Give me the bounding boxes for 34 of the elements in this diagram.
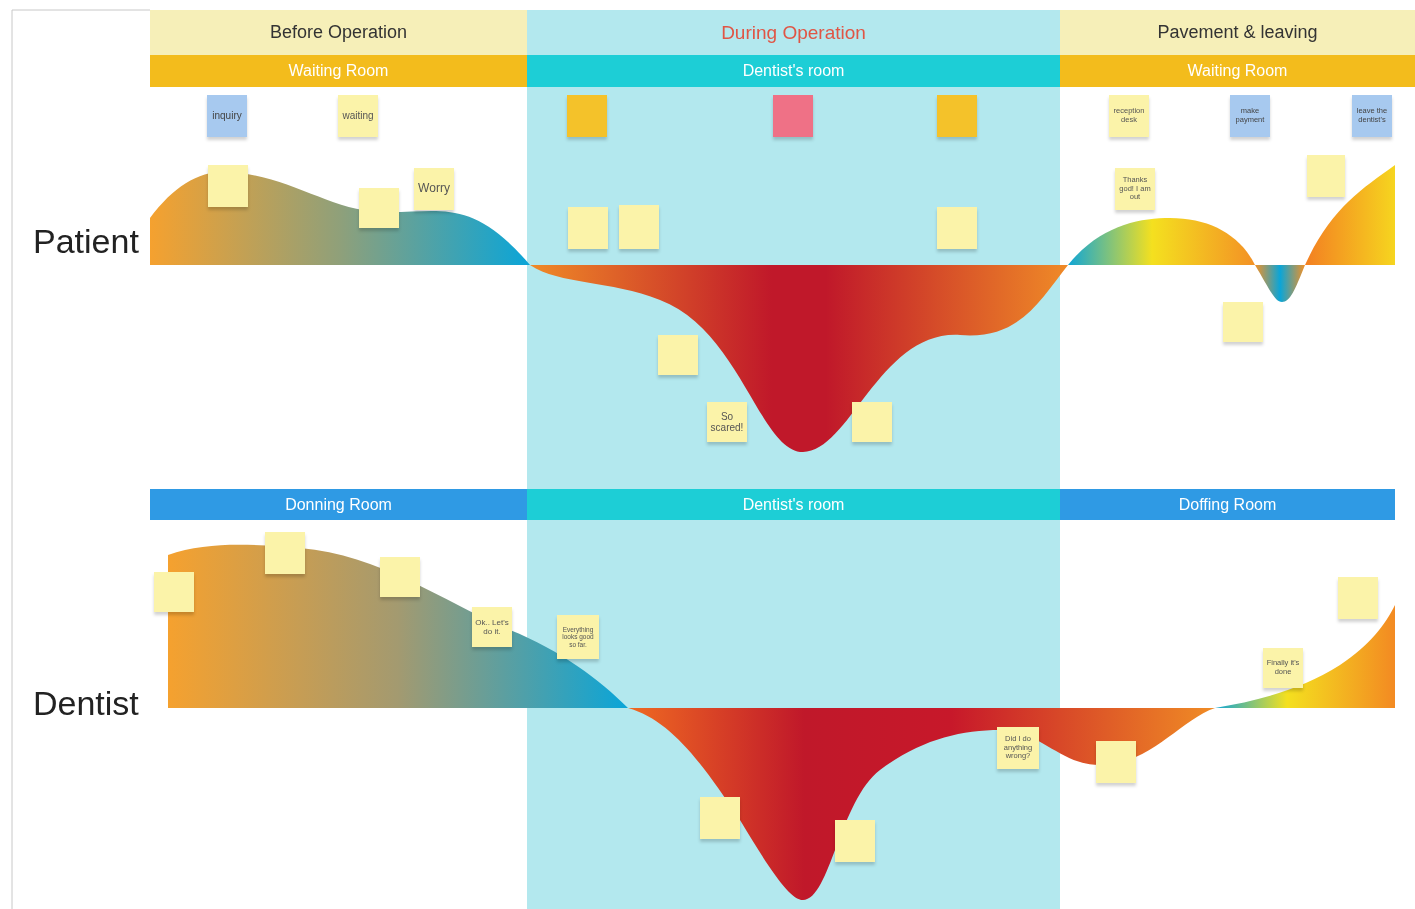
sticky-note <box>265 532 305 574</box>
sticky-note <box>380 557 420 597</box>
row-label: Dentist <box>33 684 139 723</box>
sticky-note <box>359 188 399 228</box>
phase-header: Pavement & leaving <box>1060 10 1415 55</box>
sticky-note: Ok.. Let's do it. <box>472 607 512 647</box>
phase-header: Before Operation <box>150 10 527 55</box>
sticky-note <box>835 820 875 862</box>
sticky-note: inquiry <box>207 95 247 137</box>
sticky-note <box>1307 155 1345 197</box>
stage-bar: Doffing Room <box>1060 489 1395 520</box>
sticky-note <box>567 95 607 137</box>
row-label: Patient <box>33 222 139 261</box>
stage-bar: Dentist's room <box>527 55 1060 87</box>
stage-bar: Waiting Room <box>150 55 527 87</box>
sticky-note <box>852 402 892 442</box>
sticky-note <box>1223 302 1263 342</box>
stage-bar: Waiting Room <box>1060 55 1415 87</box>
sticky-note <box>568 207 608 249</box>
sticky-note <box>208 165 248 207</box>
sticky-note <box>937 95 977 137</box>
stage-bar: Dentist's room <box>527 489 1060 520</box>
sticky-note <box>658 335 698 375</box>
sticky-note <box>773 95 813 137</box>
sticky-note <box>1338 577 1378 619</box>
sticky-note <box>1096 741 1136 783</box>
sticky-note <box>937 207 977 249</box>
sticky-note <box>154 572 194 612</box>
stage-bar: Donning Room <box>150 489 527 520</box>
sticky-note: waiting <box>338 95 378 137</box>
sticky-note: Worry <box>414 168 454 210</box>
sticky-note <box>619 205 659 249</box>
sticky-note: So scared! <box>707 402 747 442</box>
sticky-note <box>700 797 740 839</box>
